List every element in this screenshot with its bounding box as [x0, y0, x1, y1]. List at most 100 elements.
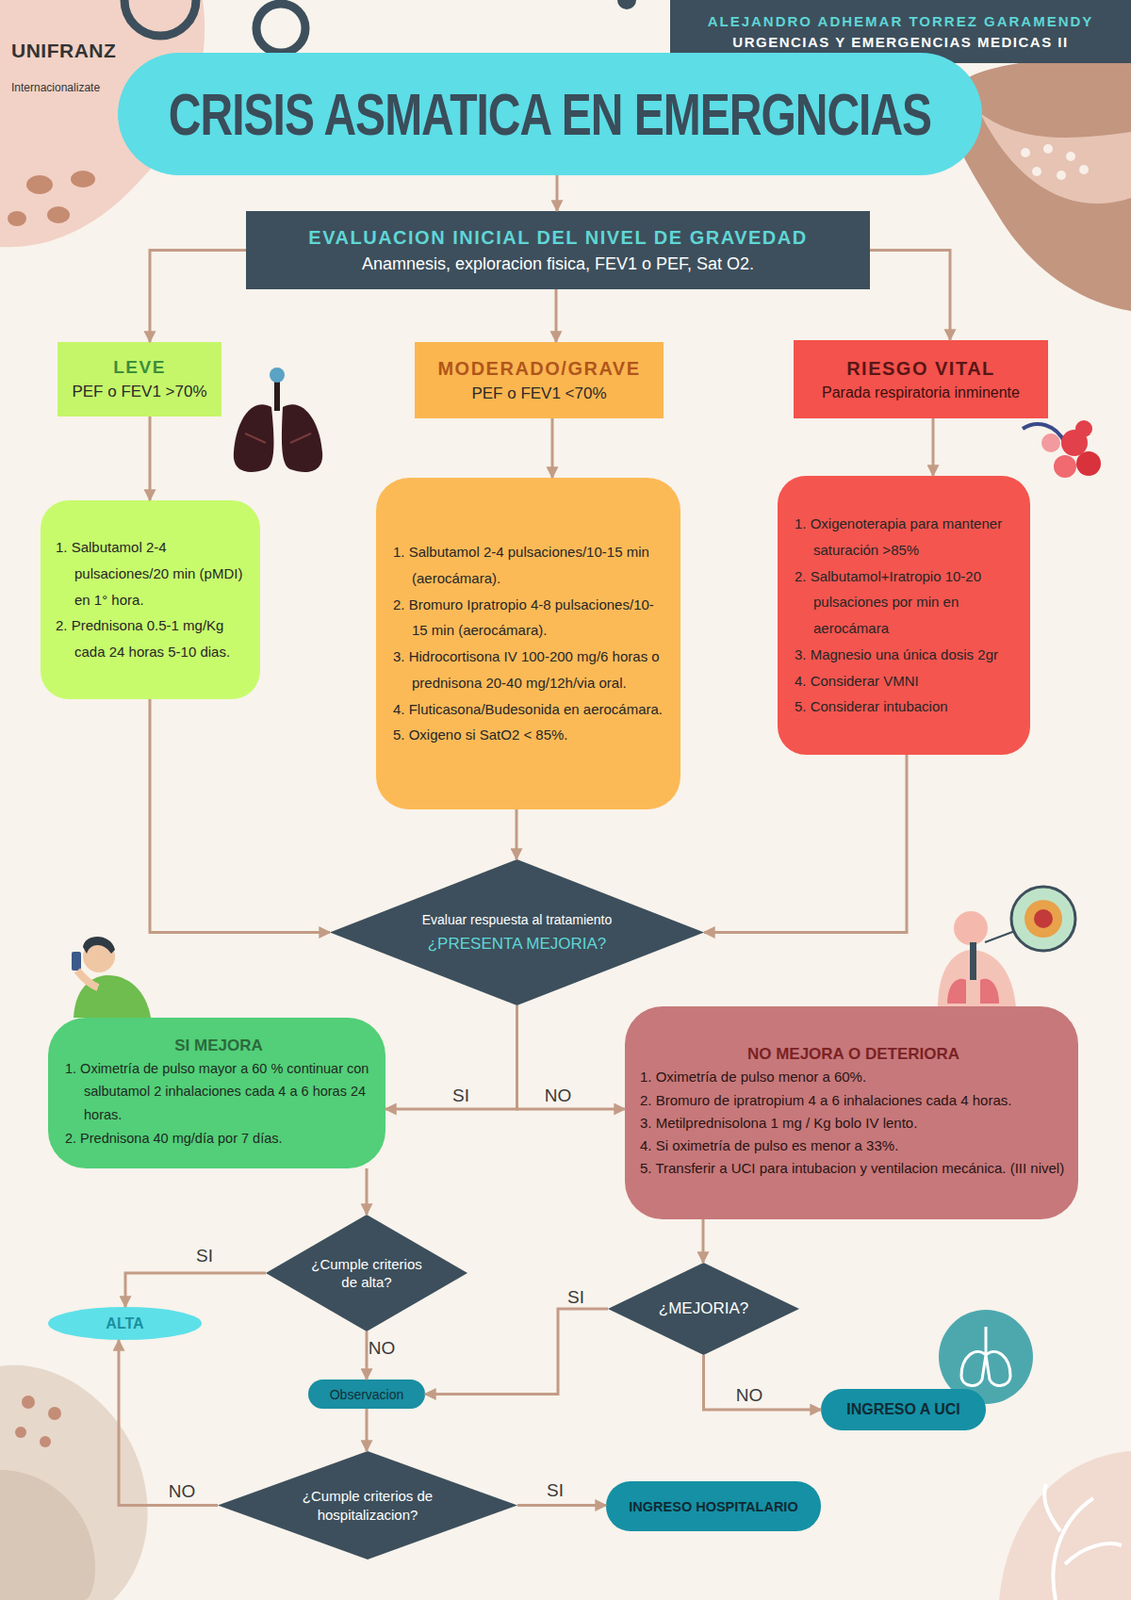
decision-question: ¿PRESENTA MEJORIA? — [403, 934, 631, 954]
treatment-item: 2. Prednisona 0.5-1 mg/Kg cada 24 horas … — [55, 612, 249, 666]
flow-arrow — [125, 1273, 266, 1308]
diamond-outline — [329, 859, 705, 1006]
box-heading: SI MEJORA — [65, 1036, 373, 1056]
severity-box: RIESGO VITAL Parada respiratoria inminent… — [793, 340, 1049, 419]
outcome-box: NO MEJORA O DETERIORA1. Oximetría de pul… — [624, 1006, 1079, 1220]
flow-arrow — [704, 1355, 822, 1410]
decision-text: ¿Cumple criterios de alta? — [309, 1255, 425, 1293]
treatment-item: 2. Bromuro Ipratropio 4-8 pulsaciones/10… — [393, 591, 668, 645]
flow-arrow — [517, 1005, 626, 1110]
outcome-item: 2. Prednisona 40 mg/día por 7 días. — [65, 1127, 373, 1151]
treatment-item: 5. Considerar intubacion — [794, 693, 1019, 721]
flow-arrow — [932, 418, 935, 476]
title-pill: CRISIS ASMATICA EN EMERGNCIAS — [117, 52, 983, 176]
terminal-ellipse: ALTA — [48, 1307, 202, 1341]
flow-arrow — [555, 289, 558, 343]
diamond-shape — [217, 1451, 518, 1560]
treatment-item: 1. Oxigenoterapia para mantener saturaci… — [794, 510, 1019, 564]
logo-tagline: Internacionalizate — [11, 81, 100, 95]
treatment-item: 4. Fluticasona/Budesonida en aerocámara. — [393, 696, 668, 723]
treatment-item: 1. Salbutamol 2-4 pulsaciones/10-15 min … — [393, 539, 668, 592]
terminal-text: INGRESO A UCI — [820, 1401, 986, 1419]
flow-arrow — [869, 250, 951, 342]
flow-arrow — [365, 1409, 369, 1452]
outcome-item: 4. Si oximetría de pulso es menor a 33%. — [639, 1134, 1067, 1158]
flow-arrow — [365, 1331, 369, 1380]
terminal-pill: INGRESO HOSPITALARIO — [606, 1481, 821, 1532]
branch-label: NO — [168, 1481, 197, 1503]
box-body: Anamnesis, exploracion fisica, FEV1 o PE… — [253, 254, 863, 275]
box-body: PEF o FEV1 >70% — [57, 382, 222, 402]
diamond-shape — [265, 1214, 468, 1332]
flow-arrow — [551, 418, 555, 478]
decision-diamond: ¿Cumple criterios de alta? — [265, 1214, 468, 1332]
flow-arrow — [149, 250, 246, 344]
decision-diamond: Evaluar respuesta al tratamiento ¿PRESENT… — [329, 859, 705, 1006]
treatment-item: 2. Salbutamol+Iratropio 10-20 pulsacione… — [794, 563, 1019, 642]
outcome-item: 3. Metilprednisolona 1 mg / Kg bolo IV l… — [639, 1112, 1067, 1135]
process-text: Observacion — [308, 1387, 426, 1403]
flow-arrow — [149, 699, 330, 934]
branch-label: SI — [567, 1287, 585, 1309]
treatment-item: 5. Oxigeno si SatO2 < 85%. — [393, 721, 668, 749]
outcome-item: 2. Bromuro de ipratropium 4 a 6 inhalaci… — [639, 1089, 1067, 1113]
treatment-box: 1. Oxigenoterapia para mantener saturaci… — [777, 475, 1031, 755]
treatment-box: 1. Salbutamol 2-4 pulsaciones/20 min (pM… — [40, 500, 261, 700]
decision-diamond: ¿Cumple criterios de hospitalizacion? — [217, 1451, 518, 1560]
flow-arrow — [704, 754, 907, 934]
branch-label: NO — [368, 1338, 396, 1360]
treatment-item: 4. Considerar VMNI — [794, 668, 1019, 695]
decision-text: ¿Cumple criterios de hospitalizacion? — [285, 1487, 450, 1525]
terminal-text: INGRESO HOSPITALARIO — [606, 1499, 821, 1515]
branch-label: NO — [736, 1385, 764, 1407]
box-heading: LEVE — [57, 357, 222, 378]
outcome-box: SI MEJORA1. Oximetría de pulso mayor a 6… — [48, 1017, 386, 1169]
body-airway-illustration — [937, 886, 1076, 1009]
outcome-item: 1. Oximetría de pulso menor a 60%. — [639, 1065, 1067, 1089]
box-heading: NO MEJORA O DETERIORA — [639, 1045, 1067, 1065]
box-heading: EVALUACION INICIAL DEL NIVEL DE GRAVEDAD — [253, 227, 863, 249]
treatment-item: 3. Magnesio una única dosis 2gr — [794, 641, 1019, 669]
box-body: PEF o FEV1 <70% — [414, 384, 664, 404]
logo-text: UNIFRANZ — [11, 39, 116, 63]
alveoli-illustration — [1022, 420, 1101, 478]
diamond-outline — [265, 1214, 468, 1332]
treatment-box: 1. Salbutamol 2-4 pulsaciones/10-15 min … — [376, 477, 681, 810]
flow-arrow — [385, 1005, 518, 1110]
flow-arrow — [425, 1309, 608, 1395]
diamond-shape — [329, 859, 705, 1006]
outcome-item: 1. Oximetría de pulso mayor a 60 % conti… — [65, 1057, 373, 1128]
branch-label: SI — [196, 1245, 214, 1267]
treatment-item: 3. Hidrocortisona IV 100-200 mg/6 horas … — [393, 643, 668, 697]
severity-box: MODERADO/GRAVEPEF o FEV1 <70% — [414, 342, 664, 419]
bottom-left-blob — [0, 1365, 148, 1600]
terminal-text: ALTA — [48, 1315, 202, 1333]
flow-arrow — [118, 1340, 218, 1507]
diamond-shape — [607, 1262, 800, 1356]
flow-arrow — [148, 416, 152, 501]
title-text: CRISIS ASMATICA EN EMERGNCIAS — [117, 80, 983, 148]
branch-label: SI — [546, 1480, 564, 1502]
flow-arrow — [515, 809, 519, 860]
course-name: URGENCIAS Y EMERGENCIAS MEDICAS II — [679, 33, 1122, 50]
lungs-illustration — [233, 367, 323, 473]
box-heading: RIESGO VITAL — [793, 358, 1049, 380]
decision-diamond: ¿MEJORIA? — [607, 1262, 800, 1356]
decision-text: Evaluar respuesta al tratamiento — [403, 911, 631, 929]
person-inhaler-illustration — [71, 936, 151, 1018]
author-name: ALEJANDRO ADHEMAR TORREZ GARAMENDY — [679, 13, 1122, 30]
terminal-pill: INGRESO A UCI — [820, 1389, 986, 1431]
flow-arrow — [556, 175, 559, 212]
flow-arrow — [365, 1168, 369, 1215]
flow-arrow — [702, 1219, 705, 1263]
decision-text: ¿MEJORIA? — [636, 1299, 771, 1319]
assessment-box: EVALUACION INICIAL DEL NIVEL DE GRAVEDAD… — [245, 211, 870, 290]
branch-label: SI — [452, 1085, 470, 1107]
severity-box: LEVE PEF o FEV1 >70% — [57, 342, 222, 417]
outcome-item: 5. Transferir a UCI para intubacion y ve… — [639, 1157, 1067, 1181]
box-body: Parada respiratoria inminente — [793, 384, 1049, 402]
flow-arrow — [517, 1504, 607, 1508]
process-pill: Observacion — [308, 1379, 426, 1410]
